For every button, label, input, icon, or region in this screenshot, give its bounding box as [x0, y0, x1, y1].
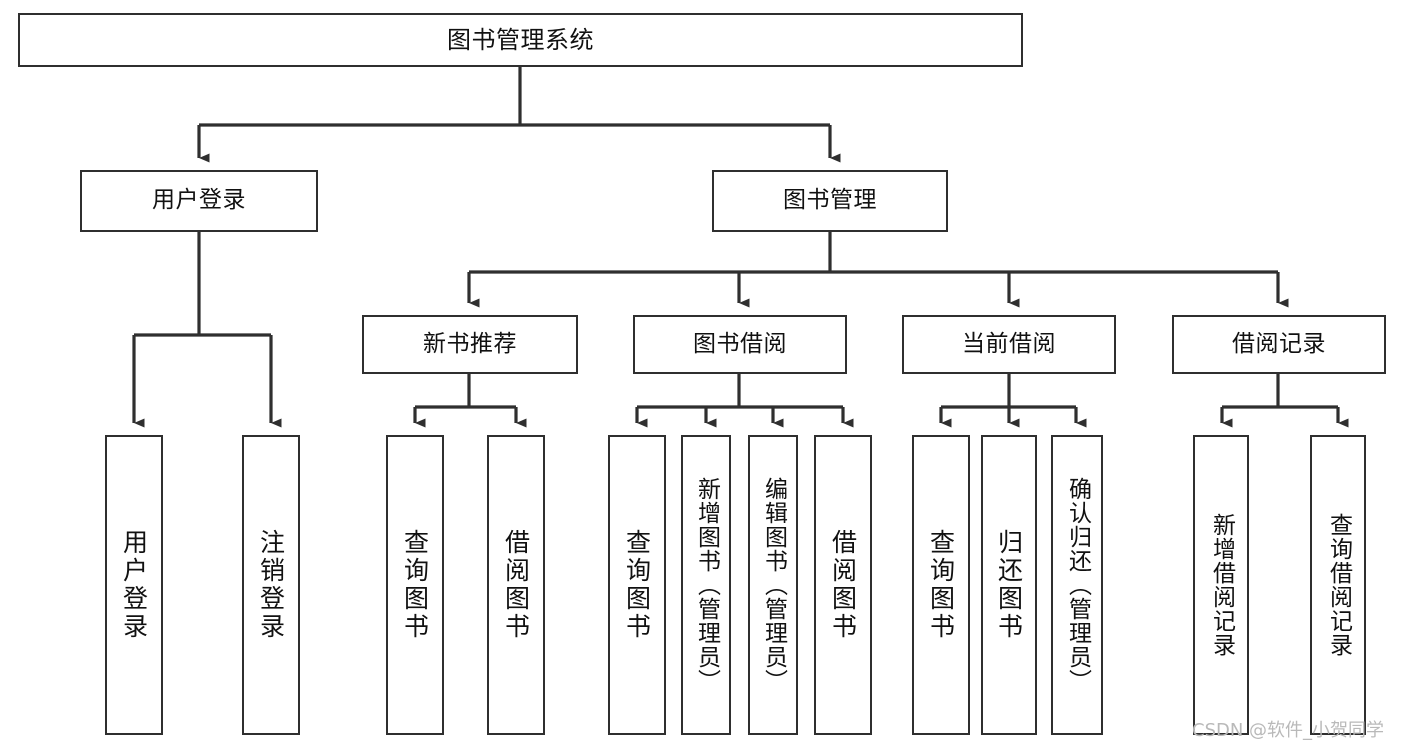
node-borrow-record[interactable]: 借阅记录	[1172, 315, 1386, 374]
node-leaf-add-record[interactable]: 新增借阅记录	[1193, 435, 1249, 735]
node-root[interactable]: 图书管理系统	[18, 13, 1023, 67]
node-leaf-query-book-3[interactable]: 查询图书	[912, 435, 970, 735]
node-leaf-edit-book[interactable]: 编辑图书（管理员）	[748, 435, 798, 735]
csdn-watermark: CSDN @软件_小贺同学	[1192, 720, 1385, 741]
node-leaf-borrow-book-2-label: 借阅图书	[828, 529, 858, 641]
node-leaf-user-login[interactable]: 用户登录	[105, 435, 163, 735]
node-leaf-query-book-3-label: 查询图书	[926, 529, 956, 641]
node-leaf-query-book-2-label: 查询图书	[622, 529, 652, 641]
node-leaf-return-book[interactable]: 归还图书	[981, 435, 1037, 735]
node-leaf-borrow-book-1[interactable]: 借阅图书	[487, 435, 545, 735]
node-current-borrow[interactable]: 当前借阅	[902, 315, 1116, 374]
node-leaf-query-record[interactable]: 查询借阅记录	[1310, 435, 1366, 735]
node-leaf-edit-book-label: 编辑图书（管理员）	[760, 477, 787, 693]
node-leaf-borrow-book-2[interactable]: 借阅图书	[814, 435, 872, 735]
node-leaf-borrow-book-1-label: 借阅图书	[501, 529, 531, 641]
node-leaf-add-record-label: 新增借阅记录	[1208, 513, 1235, 657]
node-leaf-logout-label: 注销登录	[256, 529, 286, 641]
node-leaf-query-record-label: 查询借阅记录	[1325, 513, 1352, 657]
node-leaf-confirm-return-label: 确认归还（管理员）	[1064, 477, 1091, 693]
node-root-label: 图书管理系统	[447, 25, 594, 54]
node-leaf-query-book-2[interactable]: 查询图书	[608, 435, 666, 735]
node-leaf-user-login-label: 用户登录	[119, 529, 149, 641]
node-book-borrow[interactable]: 图书借阅	[633, 315, 847, 374]
node-new-book-recommend-label: 新书推荐	[423, 330, 517, 357]
node-book-manage-label: 图书管理	[783, 187, 877, 214]
node-book-manage[interactable]: 图书管理	[712, 170, 948, 232]
node-current-borrow-label: 当前借阅	[962, 330, 1056, 357]
node-leaf-confirm-return[interactable]: 确认归还（管理员）	[1051, 435, 1103, 735]
node-leaf-logout[interactable]: 注销登录	[242, 435, 300, 735]
node-user-login[interactable]: 用户登录	[80, 170, 318, 232]
node-leaf-add-book[interactable]: 新增图书（管理员）	[681, 435, 731, 735]
node-leaf-return-book-label: 归还图书	[994, 529, 1024, 641]
node-leaf-add-book-label: 新增图书（管理员）	[693, 477, 720, 693]
node-leaf-query-book-1[interactable]: 查询图书	[386, 435, 444, 735]
node-borrow-record-label: 借阅记录	[1232, 330, 1326, 357]
node-leaf-query-book-1-label: 查询图书	[400, 529, 430, 641]
node-book-borrow-label: 图书借阅	[693, 330, 787, 357]
node-user-login-label: 用户登录	[152, 187, 246, 214]
node-new-book-recommend[interactable]: 新书推荐	[362, 315, 578, 374]
